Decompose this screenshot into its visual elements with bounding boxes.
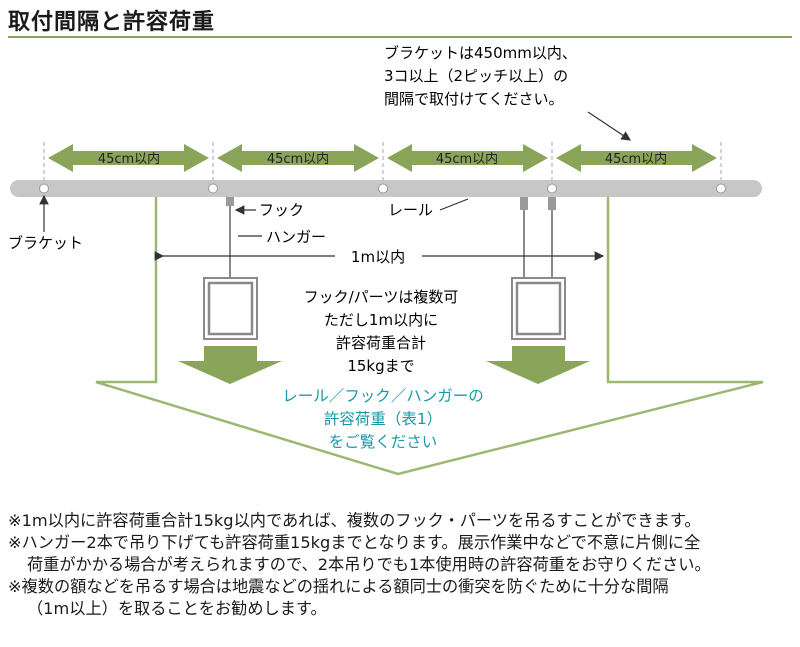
reference-note-line-2: 許容荷重（表1） — [324, 410, 442, 428]
spacing-label-1: 45cm以内 — [98, 151, 160, 167]
spacing-label-2: 45cm以内 — [267, 151, 329, 167]
load-note-line-3: 許容荷重合計 — [336, 334, 426, 352]
reference-note-line-3: をご覧ください — [329, 433, 438, 451]
label-rail: レール — [388, 201, 433, 219]
label-bracket: ブラケット — [8, 234, 83, 252]
page-title: 取付間隔と許容荷重 — [8, 10, 216, 35]
hook-left — [226, 197, 234, 206]
hook-right-a — [520, 197, 528, 210]
bracket-note-line-1: ブラケットは450mm以内、 — [384, 44, 577, 62]
load-arrow-left — [178, 346, 282, 384]
bracket-note-leader — [587, 111, 631, 141]
picture-frame-right — [511, 277, 566, 340]
title-underline — [8, 36, 792, 38]
mounting-diagram: ブラケットは450mm以内、 3コ以上（2ピッチ以上）の 間隔で取付けてください… — [8, 44, 764, 476]
label-hanger: ハンガー — [266, 228, 326, 246]
load-note-line-2: ただし1m以内に — [324, 311, 438, 329]
load-note-line-1: フック/パーツは複数可 — [304, 288, 459, 306]
footnotes: ※1m以内に許容荷重合計15kg以内であれば、複数のフック・パーツを吊るすことが… — [8, 510, 798, 620]
footnote-3: ※複数の額などを吊るす場合は地震などの揺れによる額同士の衝突を防ぐために十分な間… — [8, 577, 669, 596]
picture-frame-left — [203, 277, 258, 340]
bracket-screws — [39, 183, 726, 194]
spacing-label-3: 45cm以内 — [436, 151, 498, 167]
rail-leader — [439, 198, 469, 211]
spacing-label-4: 45cm以内 — [605, 151, 667, 167]
footnote-2: ※ハンガー2本で吊り下げても許容荷重15kgまでとなります。展示作業中などで不意… — [8, 533, 701, 552]
footnote-3-cont: （1m以上）を取ることをお勧めします。 — [27, 599, 327, 618]
label-hook: フック — [259, 201, 304, 219]
reference-note-line-1: レール／フック／ハンガーの — [282, 387, 484, 405]
bracket-note-line-2: 3コ以上（2ピッチ以上）の — [384, 67, 568, 85]
spacing-arrows — [48, 144, 717, 172]
footnote-2-cont: 荷重がかかる場合が考えられますので、2本吊りでも1本使用時の許容荷重をお守りくだ… — [27, 555, 711, 574]
label-span: 1m以内 — [351, 248, 405, 266]
hook-right-b — [548, 197, 556, 210]
load-note-line-4: 15kgまで — [347, 357, 414, 375]
load-arrow-outline — [95, 193, 764, 476]
footnote-1: ※1m以内に許容荷重合計15kg以内であれば、複数のフック・パーツを吊るすことが… — [8, 511, 701, 530]
bracket-note-line-3: 間隔で取付けてください。 — [384, 90, 564, 108]
load-arrow-right — [486, 346, 590, 384]
